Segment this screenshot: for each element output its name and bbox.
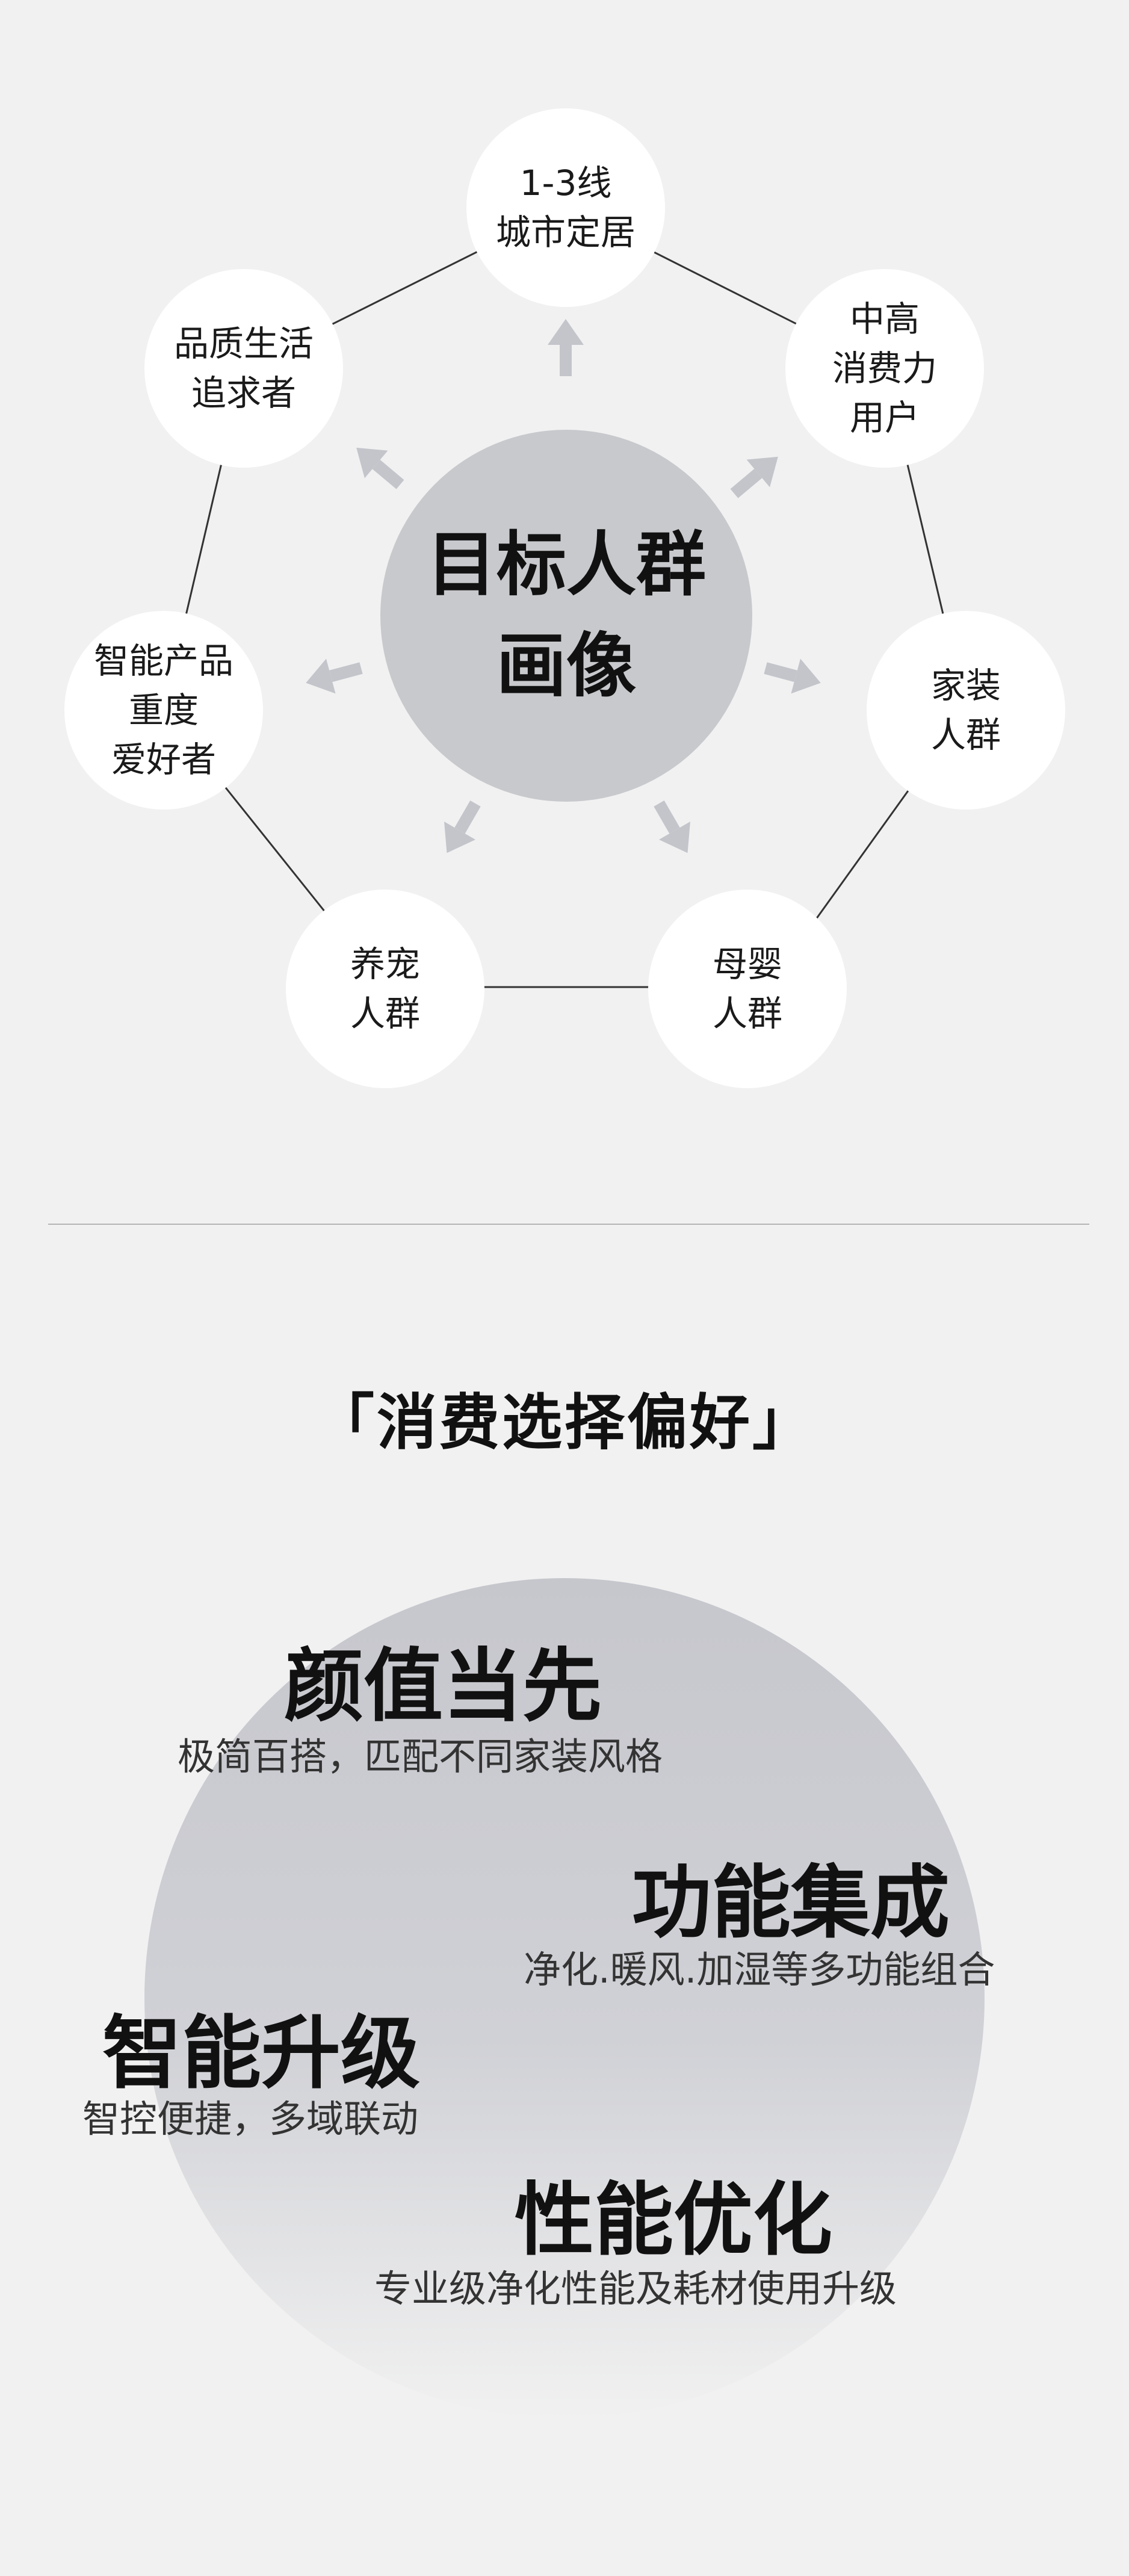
node-quality-line-1: 品质生活 [173, 323, 314, 364]
node-pet: 养宠 人群 [286, 890, 484, 1088]
node-smart-line-3: 爱好者 [111, 739, 216, 780]
arrow-to-smart [306, 658, 363, 694]
preferences-circle [144, 1578, 985, 2418]
arrow-to-decor [764, 658, 821, 694]
pref-sub-function: 净化.暖风.加湿等多功能组合 [524, 1948, 995, 1992]
node-decor-line-1: 家装 [930, 665, 1001, 706]
node-baby-line-2: 人群 [712, 993, 782, 1034]
arrow-to-city [548, 319, 584, 376]
node-smart: 智能产品 重度 爱好者 [64, 611, 263, 810]
node-pet-line-2: 人群 [350, 993, 420, 1034]
arrow-to-consumer [730, 456, 778, 498]
arrows-group [306, 319, 821, 853]
arrow-to-quality [356, 447, 404, 489]
center-line-1: 目标人群 [427, 524, 706, 605]
node-consumer: 中高 消费力 用户 [785, 269, 984, 468]
arrow-to-pet [444, 800, 481, 853]
node-smart-line-2: 重度 [128, 690, 199, 731]
node-decor-line-2: 人群 [930, 714, 1001, 755]
node-consumer-line-1: 中高 [849, 299, 920, 339]
node-smart-line-1: 智能产品 [93, 640, 234, 681]
pref-title-performance: 性能优化 [515, 2174, 832, 2267]
pref-title-function: 功能集成 [632, 1857, 950, 1949]
pref-title-appearance: 颜值当先 [284, 1640, 602, 1733]
preferences-title: 「消费选择偏好」 [314, 1387, 815, 1458]
pref-sub-performance: 专业级净化性能及耗材使用升级 [374, 2267, 897, 2311]
center-persona: 目标人群 画像 [380, 430, 752, 802]
pref-title-smart: 智能升级 [102, 2007, 420, 2100]
pref-sub-appearance: 极简百搭，匹配不同家装风格 [178, 1735, 663, 1779]
node-city-line-2: 城市定居 [495, 212, 636, 253]
node-quality: 品质生活 追求者 [144, 269, 343, 468]
arrow-to-baby [654, 800, 690, 853]
node-decor: 家装 人群 [867, 611, 1065, 810]
pref-sub-smart: 智控便捷，多域联动 [82, 2097, 419, 2141]
node-pet-line-1: 养宠 [350, 944, 420, 985]
section-divider [48, 1224, 1089, 1225]
node-baby: 母婴 人群 [648, 890, 847, 1088]
node-city: 1-3线 城市定居 [466, 108, 665, 307]
node-consumer-line-3: 用户 [849, 397, 920, 438]
node-quality-line-2: 追求者 [191, 373, 296, 413]
center-line-2: 画像 [496, 625, 636, 707]
node-baby-line-1: 母婴 [712, 944, 782, 985]
node-city-line-1: 1-3线 [519, 163, 612, 203]
node-consumer-line-2: 消费力 [832, 348, 937, 389]
